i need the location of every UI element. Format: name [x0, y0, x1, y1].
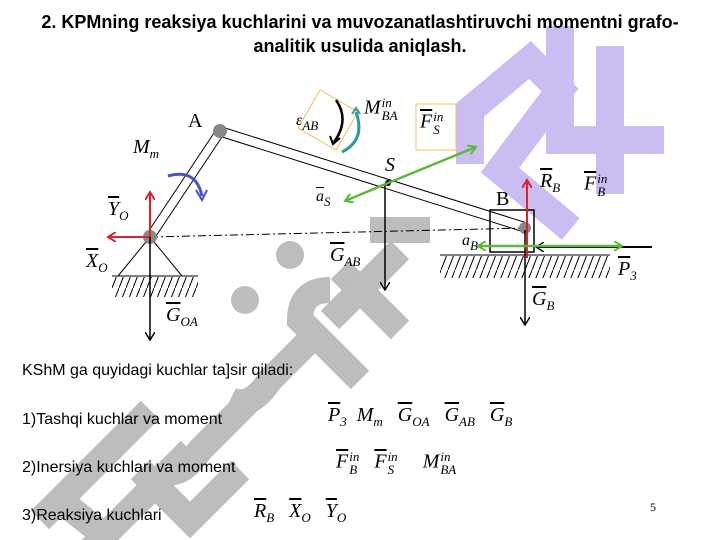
list3-formulas: RB XO YO: [254, 500, 347, 525]
label-Yo: YO: [108, 198, 129, 223]
label-P3: P3: [618, 258, 637, 283]
motor-moment-Mm-icon: [167, 172, 204, 197]
item-external-forces: 1)Tashqi kuchlar va moment: [22, 411, 223, 428]
label-Xo: XO: [86, 250, 108, 275]
item-reaction-forces: 3)Reaksiya kuchlari: [22, 507, 162, 524]
label-B: B: [496, 188, 510, 210]
page-number: 5: [650, 500, 656, 514]
angular-acceleration-icon: [332, 99, 344, 143]
label-Mm: Mm: [133, 136, 160, 161]
acceleration-aS-arrow: [345, 181, 389, 201]
label-epsilon: εAB: [296, 112, 319, 133]
label-GB: GB: [532, 288, 555, 313]
fixed-support-O: [112, 236, 198, 297]
label-aS: aS: [316, 188, 331, 209]
epsilon-box: [297, 89, 359, 151]
inertia-FS-arrow: [387, 147, 476, 185]
label-A: A: [188, 110, 203, 132]
joint-A: [213, 124, 227, 138]
list1-formulas: P3 Mm GOA GAB GB: [328, 404, 513, 429]
label-GOA: GOA: [166, 304, 198, 329]
label-aB: aB: [462, 232, 478, 253]
inertia-moment-icon: [341, 111, 361, 154]
label-GAB: GAB: [330, 244, 361, 269]
label-S: S: [385, 154, 395, 176]
label-RB: RB: [540, 170, 561, 195]
item-inertia-forces: 2)Inersiya kuchlari va moment: [22, 459, 236, 476]
connecting-rod-AB: [218, 126, 528, 233]
crank-OA: [145, 129, 225, 240]
slide-title: 2. KPMning reaksiya kuchlarini va muvoza…: [41, 12, 679, 56]
intro-text: KShM ga quyidagi kuchlar ta]sir qiladi:: [22, 362, 294, 379]
